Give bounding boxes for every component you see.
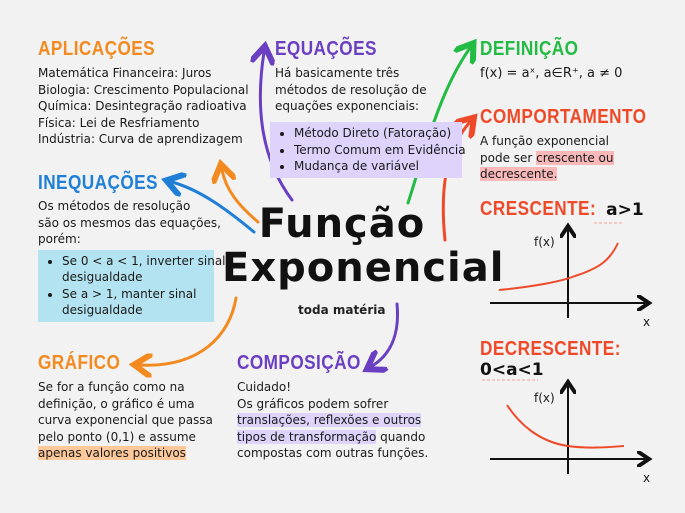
decrescente-graph bbox=[482, 380, 645, 474]
composicao-line: Os gráficos podem sofrer bbox=[237, 396, 389, 411]
grafico-highlight: apenas valores positivos bbox=[38, 446, 186, 460]
composicao-section: COMPOSIÇÃO Cuidado! Os gráficos podem so… bbox=[237, 352, 429, 460]
inequacoes-line: porém: bbox=[38, 232, 81, 246]
decrescente-y-label: f(x) bbox=[534, 391, 555, 405]
composicao-line: compostas com outras funções. bbox=[237, 446, 429, 460]
composicao-line: Cuidado! bbox=[237, 380, 292, 394]
definicao-formula: f(x) = aˣ, a∈R⁺, a ≠ 0 bbox=[480, 66, 623, 81]
inequacoes-line: Os métodos de resolução bbox=[38, 199, 191, 213]
grafico-line: Se for a função como na bbox=[38, 380, 185, 394]
arrow-to-inequacoes bbox=[172, 182, 256, 234]
crescente-section: CRESCENTE: a>1 bbox=[480, 198, 644, 220]
comportamento-title: COMPORTAMENTO bbox=[480, 106, 647, 128]
equacoes-bullet: Mudança de variável bbox=[294, 158, 456, 175]
grafico-title: GRÁFICO bbox=[38, 352, 121, 374]
grafico-line: pelo ponto (0,1) e assume bbox=[38, 429, 196, 444]
equacoes-line: equações exponenciais: bbox=[275, 99, 420, 113]
grafico-line: definição, o gráfico é uma bbox=[38, 396, 195, 411]
aplicacoes-line: Física: Lei de Resfriamento bbox=[38, 115, 200, 130]
composicao-highlight: translações, reflexões e outros bbox=[237, 413, 422, 427]
arrow-to-definicao bbox=[406, 48, 470, 205]
equacoes-bullet: Método Direto (Fatoração) bbox=[294, 125, 456, 142]
crescente-condition: a>1 bbox=[606, 200, 644, 220]
equacoes-box: Método Direto (Fatoração) Termo Comum em… bbox=[270, 122, 466, 178]
aplicacoes-line: Matemática Financeira: Juros bbox=[38, 66, 212, 80]
arrow-to-grafico bbox=[140, 296, 238, 365]
aplicacoes-line: Biologia: Crescimento Populacional bbox=[38, 82, 249, 97]
crescente-graph bbox=[490, 223, 645, 318]
composicao-title: COMPOSIÇÃO bbox=[237, 352, 361, 374]
aplicacoes-section: APLICAÇÕES Matemática Financeira: Juros … bbox=[38, 38, 249, 148]
aplicacoes-line: Química: Desintegração radioativa bbox=[38, 99, 247, 113]
arrow-to-equacoes bbox=[260, 52, 294, 202]
crescente-title: CRESCENTE: bbox=[480, 198, 597, 220]
inequacoes-title: INEQUAÇÕES bbox=[38, 172, 158, 194]
aplicacoes-title: APLICAÇÕES bbox=[38, 38, 156, 60]
crescente-y-label: f(x) bbox=[534, 235, 555, 249]
inequacoes-line: são os mesmos das equações, bbox=[38, 215, 221, 230]
equacoes-line: métodos de resolução de bbox=[275, 82, 427, 97]
grafico-line: curva exponencial que passa bbox=[38, 413, 213, 427]
equacoes-title: EQUAÇÕES bbox=[275, 38, 377, 60]
definicao-title: DEFINIÇÃO bbox=[480, 38, 579, 60]
composicao-highlight: tipos de transformação bbox=[237, 429, 377, 444]
inequacoes-section: INEQUAÇÕES Os métodos de resolução são o… bbox=[38, 172, 226, 322]
main-title-line2: Exponencial bbox=[222, 245, 505, 291]
aplicacoes-line: Indústria: Curva de aprendizagem bbox=[38, 132, 243, 146]
arrow-to-composicao bbox=[372, 302, 400, 366]
crescente-x-label: x bbox=[643, 315, 651, 329]
decrescente-section: DECRESCENTE: 0<a<1 bbox=[480, 338, 644, 380]
arrow-to-aplicacoes bbox=[222, 170, 260, 224]
equacoes-section: EQUAÇÕES Há basicamente três métodos de … bbox=[275, 38, 427, 115]
comportamento-section: COMPORTAMENTO A função exponencial pode … bbox=[480, 106, 674, 183]
brand-logo: toda matéria bbox=[298, 303, 386, 317]
decrescente-x-label: x bbox=[643, 471, 651, 485]
equacoes-bullet: Termo Comum em Evidência bbox=[294, 142, 466, 159]
grafico-section: GRÁFICO Se for a função como na definiçã… bbox=[38, 352, 213, 462]
comportamento-line: A função exponencial bbox=[480, 134, 610, 148]
comportamento-highlight: crescente ou bbox=[536, 150, 614, 165]
main-title-line1: Função bbox=[258, 201, 426, 247]
comportamento-highlight: decrescente. bbox=[480, 167, 558, 181]
decrescente-condition: 0<a<1 bbox=[480, 360, 544, 380]
inequacoes-box: Se 0 < a < 1, inverter sinaldesigualdade… bbox=[38, 249, 226, 322]
definicao-section: DEFINIÇÃO f(x) = aˣ, a∈R⁺, a ≠ 0 bbox=[480, 38, 622, 83]
decrescente-title: DECRESCENTE: bbox=[480, 338, 621, 360]
center-title-block: Função Exponencial bbox=[222, 201, 505, 291]
equacoes-line: Há basicamente três bbox=[275, 66, 400, 80]
